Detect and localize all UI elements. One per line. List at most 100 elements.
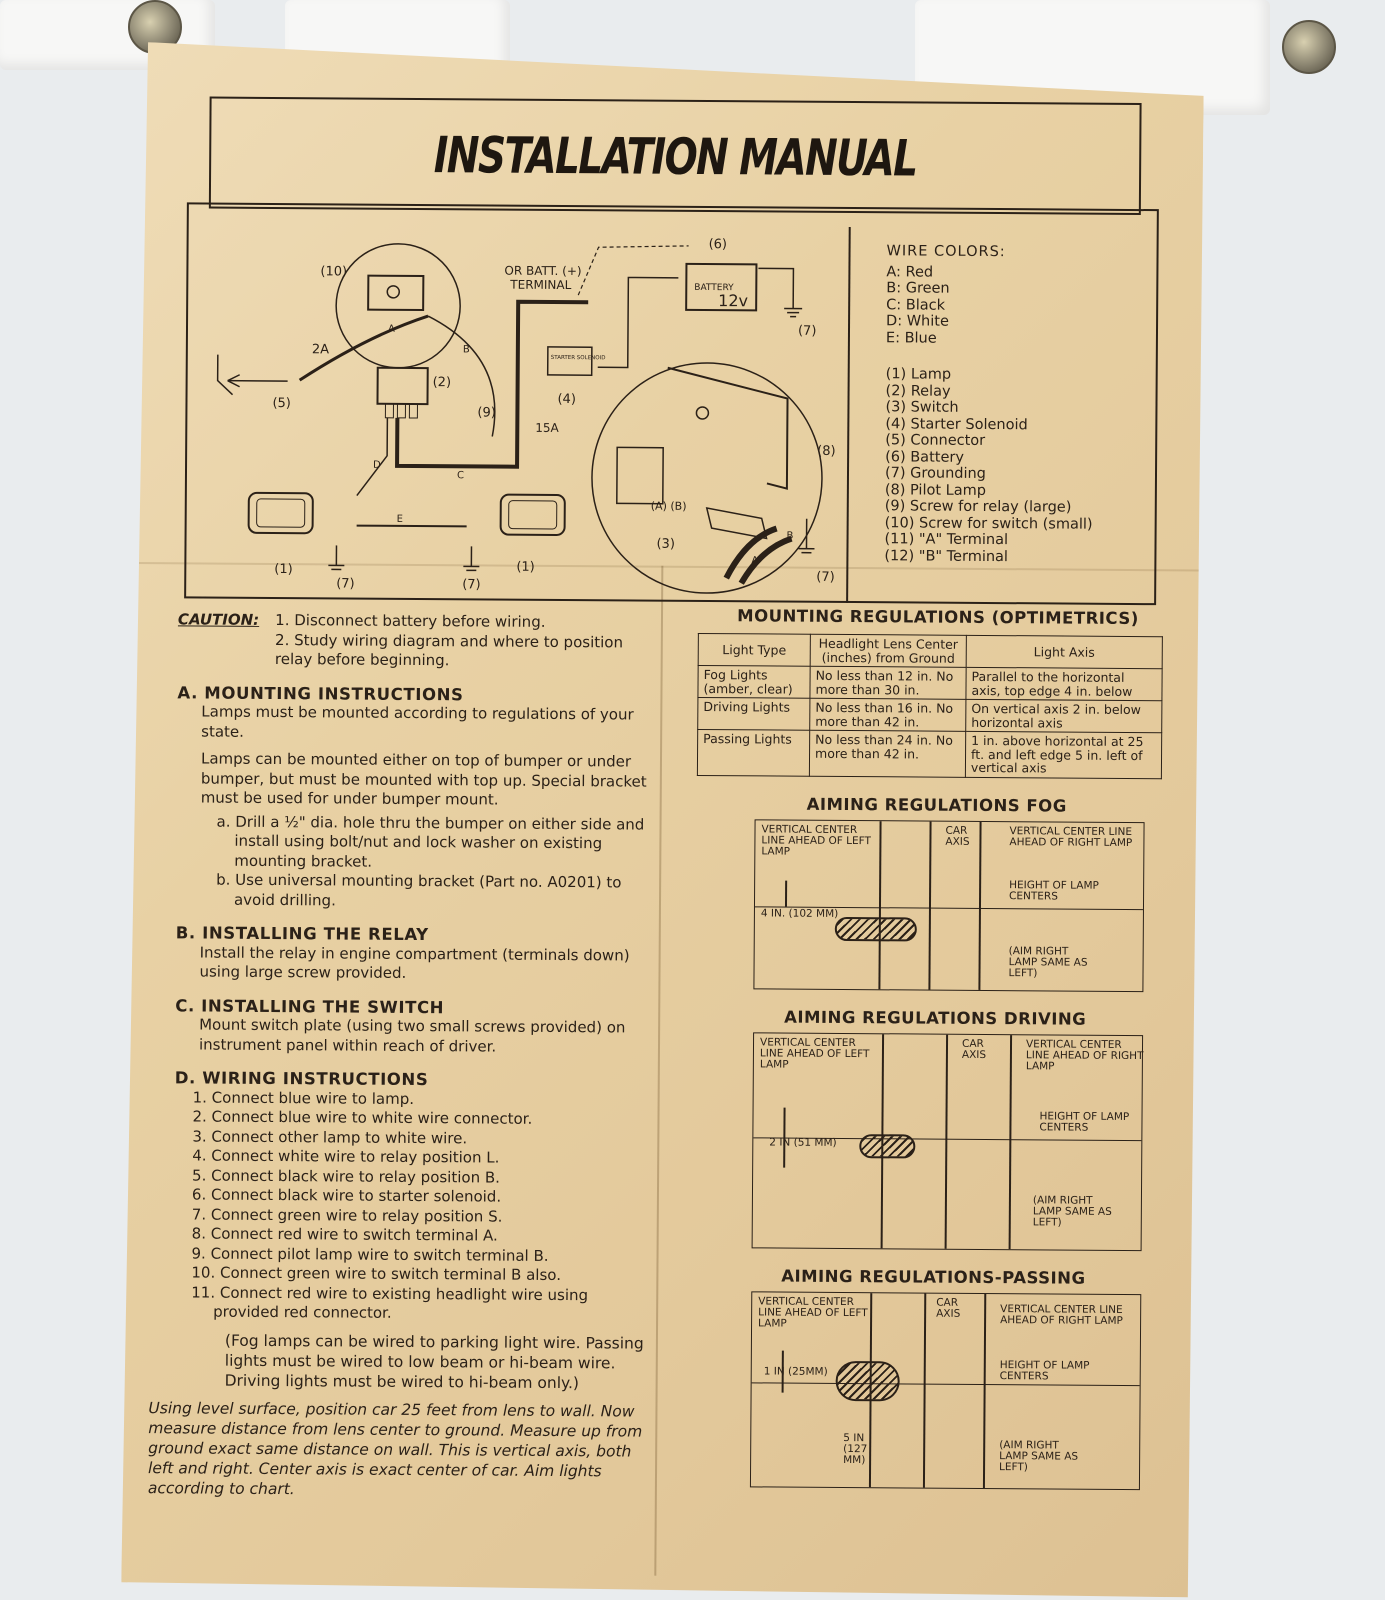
table-cell: On vertical axis 2 in. below horizontal … (966, 699, 1162, 732)
label-2a: 2A (312, 342, 329, 357)
aim-car-axis-label: CAR AXIS (945, 824, 970, 848)
part-item: (2) Relay (885, 382, 951, 400)
wire-e (357, 526, 467, 527)
wire-d (357, 418, 388, 496)
caution-label: CAUTION: (177, 610, 260, 629)
table-cell: Fog Lights (amber, clear) (698, 665, 810, 698)
table-cell: No less than 24 in. No more than 42 in. (809, 730, 965, 777)
wire-color: E: Blue (885, 329, 937, 347)
aiming-procedure: Using level surface, position car 25 fee… (147, 1398, 643, 1498)
caution-item: 2. Study wiring diagram and where to pos… (274, 630, 624, 670)
solenoid-label: STARTER SOLENOID (551, 355, 606, 361)
table-cell: No less than 12 in. No more than 30 in. (810, 666, 966, 699)
wire-color: C: Black (886, 296, 946, 314)
aim-right-label: VERTICAL CENTER LINE AHEAD OF RIGHT LAMP (1000, 1302, 1123, 1327)
section-a-step-b: b. Use universal mounting bracket (Part … (216, 870, 622, 909)
wiring-step: 2. Connect blue wire to white wire conne… (192, 1107, 533, 1128)
wire-color: A: Red (886, 263, 934, 281)
mounting-regs-table: Light Type Headlight Lens Center (inches… (697, 633, 1163, 779)
wiring-note: (Fog lamps can be wired to parking light… (224, 1331, 644, 1392)
label-wire-a: A (388, 324, 395, 335)
label-4: (4) (557, 392, 576, 407)
aim-passing-chart: VERTICAL CENTER LINE AHEAD OF LEFT LAMP … (750, 1291, 1141, 1490)
aim-height-label: HEIGHT OF LAMP CENTERS (1039, 1109, 1130, 1134)
wiring-step: 8. Connect red wire to switch terminal A… (191, 1224, 498, 1245)
label-7d: (7) (816, 570, 835, 585)
wiring-step: 11. Connect red wire to existing headlig… (191, 1282, 589, 1322)
wire-color: B: Green (886, 280, 950, 297)
aim-dim-label-2: 5 IN (127 MM) (843, 1431, 868, 1466)
battery-label: BATTERY (694, 283, 734, 293)
section-c-text: Mount switch plate (using two small scre… (198, 1015, 626, 1056)
part-item: (7) Grounding (884, 465, 986, 482)
aim-dim-label: 4 IN. (102 MM) (760, 906, 839, 920)
instructions-column: CAUTION: 1. Disconnect battery before wi… (172, 610, 658, 1501)
label-wire-b: B (463, 344, 470, 355)
section-a-text-1: Lamps must be mounted according to regul… (201, 702, 634, 741)
column-header: Light Type (698, 633, 810, 666)
label-3: (3) (656, 537, 675, 552)
aim-same-label: (AIM RIGHT LAMP SAME AS LEFT) (999, 1438, 1079, 1473)
label-wire-d: D (373, 460, 381, 471)
page-title: INSTALLATION MANUAL (433, 126, 917, 188)
table-cell: Driving Lights (698, 697, 810, 730)
label-wire-c: C (457, 470, 464, 481)
aim-dim-label: 2 IN (51 MM) (769, 1135, 837, 1149)
aim-left-label: VERTICAL CENTER LINE AHEAD OF LEFT LAMP (759, 1035, 870, 1071)
table-cell: 1 in. above horizontal at 25 ft. and lef… (965, 731, 1161, 778)
part-item: (6) Battery (885, 448, 965, 466)
part-item: (3) Switch (885, 399, 959, 416)
aim-driving-chart: VERTICAL CENTER LINE AHEAD OF LEFT LAMP … (752, 1032, 1143, 1251)
label-8: (8) (817, 444, 836, 459)
part-item: (4) Starter Solenoid (885, 415, 1028, 433)
regulations-column: MOUNTING REGULATIONS (OPTIMETRICS) Light… (682, 606, 1188, 1490)
section-d-heading: D. WIRING INSTRUCTIONS (174, 1068, 429, 1090)
label-ab: (A) (B) (651, 500, 687, 513)
part-item: (5) Connector (885, 432, 986, 449)
wire-b (427, 316, 495, 436)
label-6: (6) (709, 237, 728, 252)
label-7b: (7) (336, 576, 355, 591)
aim-height-label: HEIGHT OF LAMP CENTERS (999, 1358, 1090, 1382)
wiring-step: 6. Connect black wire to starter solenoi… (191, 1185, 502, 1206)
part-item: (1) Lamp (885, 366, 952, 383)
wiring-diagram: BATTERY 12v STARTER SOLENOID (10) (186, 204, 849, 601)
wiring-diagram-frame: BATTERY 12v STARTER SOLENOID (10) (184, 202, 1159, 605)
aim-left-label: VERTICAL CENTER LINE AHEAD OF LEFT LAMP (758, 1294, 868, 1330)
part-item: (9) Screw for relay (large) (884, 498, 1072, 516)
section-b-text: Install the relay in engine compartment … (199, 942, 630, 982)
starter-solenoid-icon (548, 347, 592, 375)
aim-same-label: (AIM RIGHT LAMP SAME AS LEFT) (1032, 1193, 1112, 1229)
label-batt-terminal: OR BATT. (+) (504, 264, 581, 279)
lamp-right-icon (501, 495, 565, 535)
wire-a (300, 315, 428, 381)
label-7c: (7) (462, 577, 481, 592)
lamp-left-icon (249, 493, 313, 533)
wire-colors-heading: WIRE COLORS: (886, 243, 1006, 261)
label-7a: (7) (798, 324, 817, 339)
aim-dim-label: 1 IN (25MM) (763, 1364, 828, 1378)
aim-fog-chart: VERTICAL CENTER LINE AHEAD OF LEFT LAMP … (753, 819, 1144, 992)
aim-height-label: HEIGHT OF LAMP CENTERS (1009, 878, 1099, 902)
aim-fog-title: AIMING REGULATIONS FOG (806, 794, 1067, 816)
aim-same-label: (AIM RIGHT LAMP SAME AS LEFT) (1008, 944, 1088, 979)
wire-c (397, 301, 588, 467)
aim-car-axis-label: CAR AXIS (936, 1296, 961, 1320)
wiring-step: 10. Connect green wire to switch termina… (191, 1263, 562, 1285)
table-row: Fog Lights (amber, clear) No less than 1… (698, 665, 1162, 700)
legend: WIRE COLORS: A: Red B: Green C: Black D:… (884, 243, 1094, 565)
label-15a: 15A (535, 421, 559, 435)
label-1a: (1) (274, 562, 293, 577)
part-item: (10) Screw for switch (small) (884, 514, 1093, 533)
aim-driving-title: AIMING REGULATIONS DRIVING (784, 1007, 1087, 1029)
switch-icon (368, 276, 423, 310)
label-9: (9) (477, 405, 496, 420)
fog-beam-pattern (835, 916, 917, 941)
label-terminal-a: A (751, 555, 758, 566)
label-10: (10) (320, 264, 347, 279)
label-2: (2) (433, 375, 452, 390)
wiring-step: 4. Connect white wire to relay position … (192, 1146, 500, 1167)
title-frame: INSTALLATION MANUAL (209, 97, 1142, 216)
aim-right-label: VERTICAL CENTER LINE AHEAD OF RIGHT LAMP (1025, 1037, 1144, 1072)
label-wire-e: E (397, 514, 403, 525)
